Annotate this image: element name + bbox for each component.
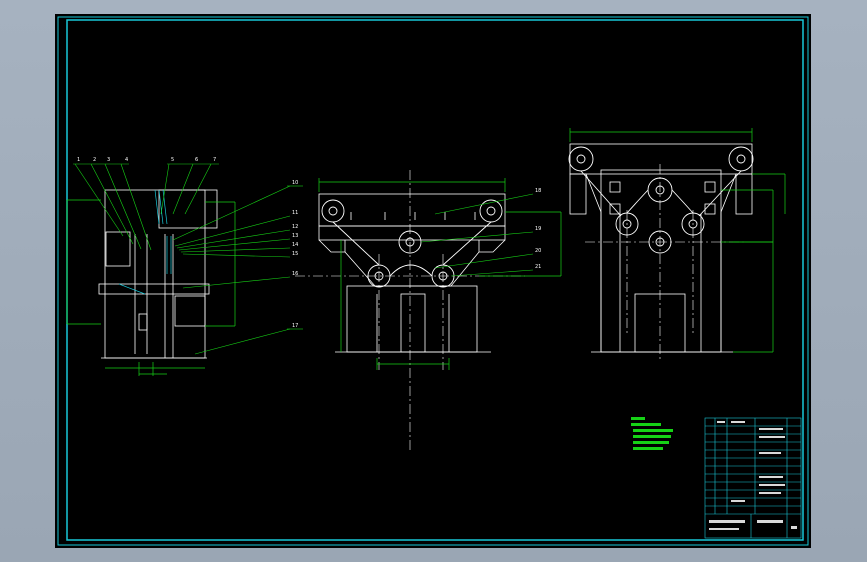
side-view-dimensions xyxy=(66,199,236,376)
sprocket-front-top-right xyxy=(479,199,503,223)
side-view-balloons: 1 2 3 4 5 6 7 xyxy=(77,157,216,163)
balloon-3: 3 xyxy=(107,157,110,163)
front-view-callouts: 18 19 20 21 xyxy=(535,188,541,270)
section-view-centerlines xyxy=(585,164,745,359)
callout-19: 19 xyxy=(535,226,541,232)
side-view-balloon-leaders xyxy=(73,163,219,251)
callout-10: 10 xyxy=(292,180,298,186)
callout-16: 16 xyxy=(292,271,298,277)
technical-notes xyxy=(631,417,673,450)
sprocket-front-top-left xyxy=(321,199,345,223)
front-view-sprockets xyxy=(321,199,503,288)
section-view-top-beam xyxy=(569,143,753,175)
callout-13: 13 xyxy=(292,233,298,239)
front-view-top-beam xyxy=(318,193,506,227)
balloon-6: 6 xyxy=(195,157,198,163)
section-view xyxy=(569,143,753,353)
title-block xyxy=(704,417,802,539)
callout-17: 17 xyxy=(292,323,298,329)
section-view-dimensions xyxy=(569,128,786,353)
balloon-7: 7 xyxy=(213,157,216,163)
balloon-2: 2 xyxy=(93,157,96,163)
drawing-sheet: 1 2 3 4 5 6 7 10 11 12 13 14 15 16 17 xyxy=(55,14,811,548)
callout-11: 11 xyxy=(292,210,298,216)
callout-12: 12 xyxy=(292,224,298,230)
side-view-hatching xyxy=(118,189,172,295)
side-view-shaft xyxy=(98,283,210,295)
callout-15: 15 xyxy=(292,251,298,257)
callout-18: 18 xyxy=(535,188,541,194)
sprocket-section-top-right xyxy=(728,146,754,172)
outer-border xyxy=(57,16,809,546)
front-view-dimensions xyxy=(318,178,562,370)
balloon-1: 1 xyxy=(77,157,80,163)
callout-21: 21 xyxy=(535,264,541,270)
side-view-top-block xyxy=(158,189,218,229)
balloon-5: 5 xyxy=(171,157,174,163)
callout-14: 14 xyxy=(292,242,298,248)
callout-leaders xyxy=(172,185,303,355)
sprocket-section-top-left xyxy=(568,146,594,172)
callout-20: 20 xyxy=(535,248,541,254)
front-view-centerlines xyxy=(295,170,525,450)
front-view-base xyxy=(346,285,478,353)
side-view-body xyxy=(104,189,206,359)
title-block-text xyxy=(709,421,797,530)
balloon-4: 4 xyxy=(125,157,128,163)
front-view xyxy=(318,193,506,353)
side-view-callouts: 10 11 12 13 14 15 16 17 xyxy=(292,180,298,329)
inner-frame xyxy=(66,19,804,541)
cad-drawing: 1 2 3 4 5 6 7 10 11 12 13 14 15 16 17 xyxy=(57,16,809,546)
side-view-motor xyxy=(105,231,131,267)
front-view-callout-leaders xyxy=(420,193,534,277)
